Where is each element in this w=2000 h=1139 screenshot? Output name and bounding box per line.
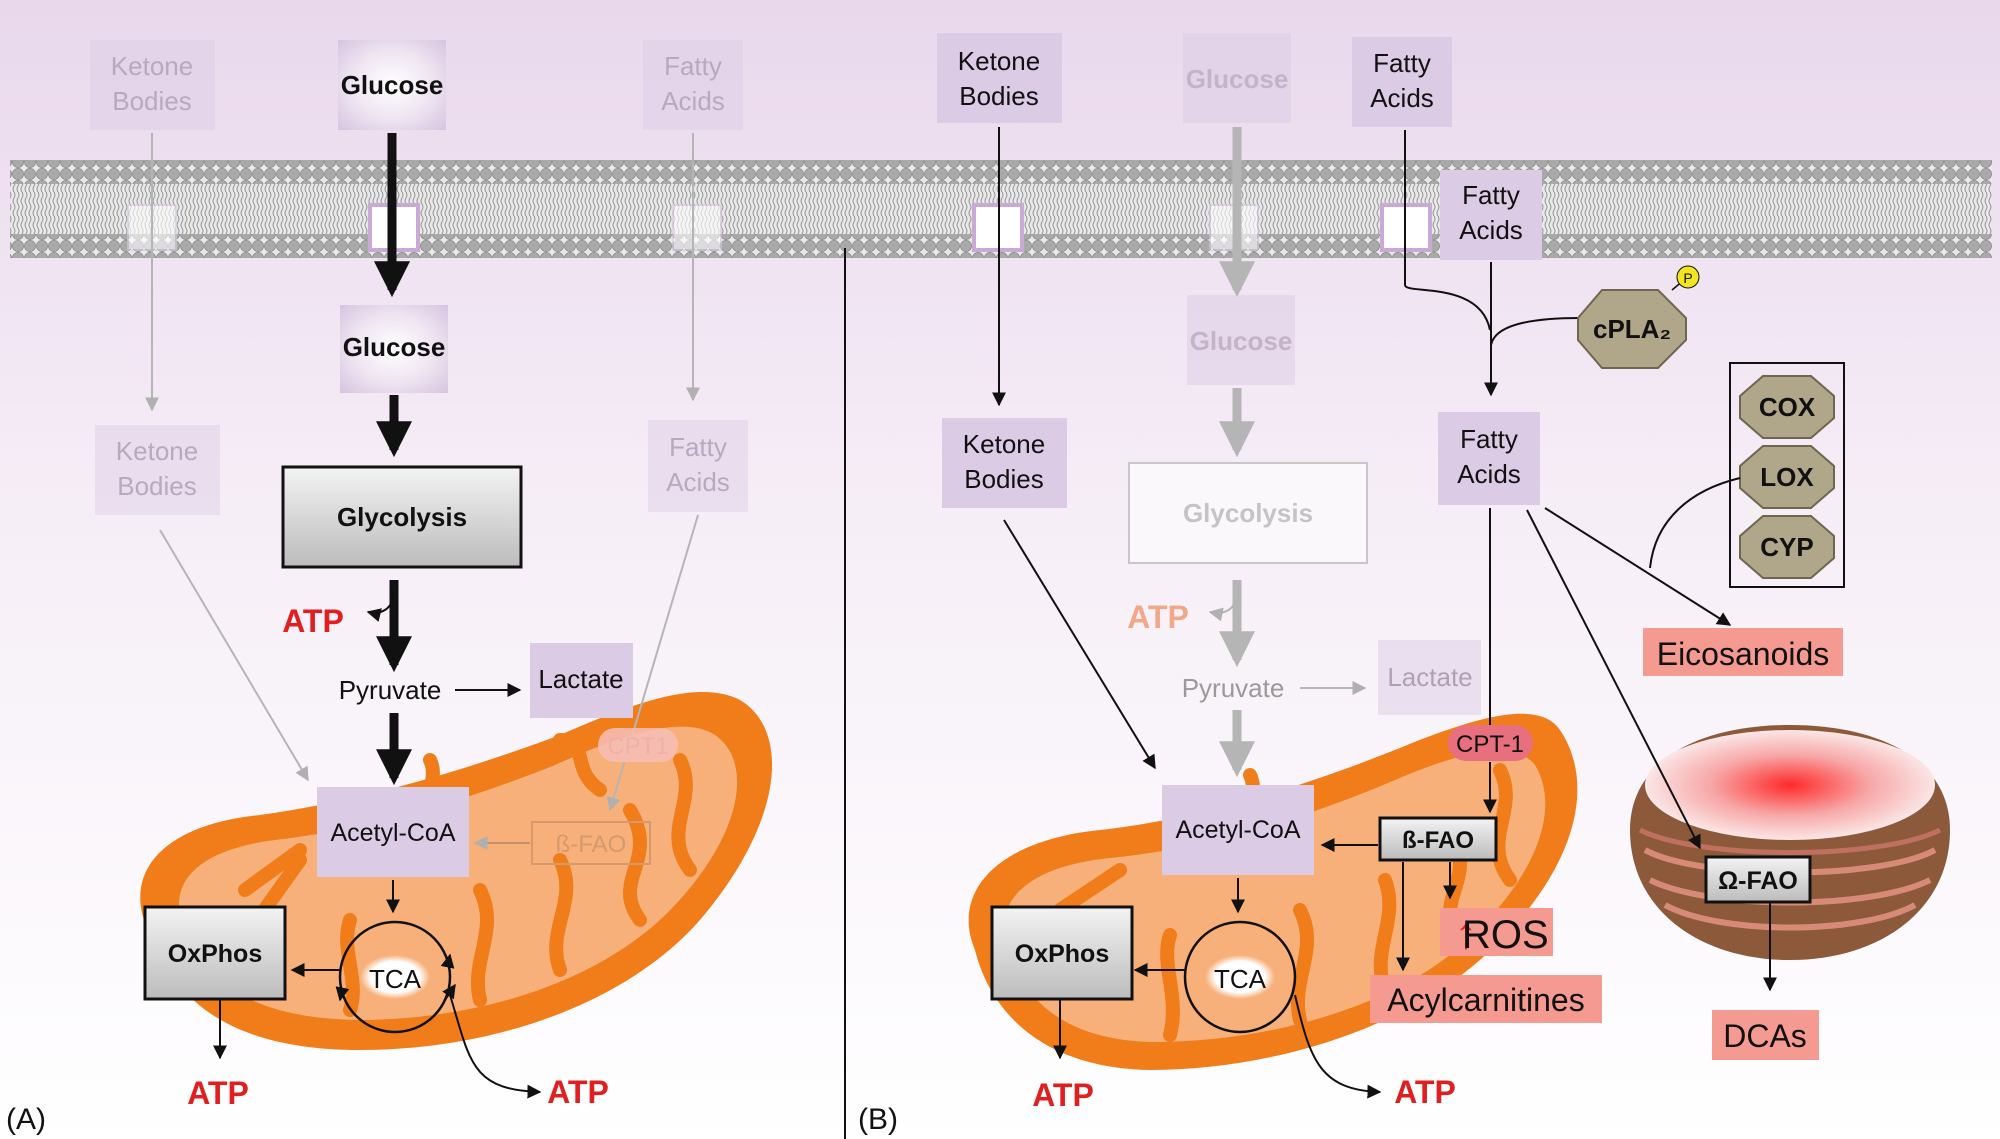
glucose-outside-b-box: [1183, 33, 1291, 123]
ketone-bodies-outside-a-box: [90, 40, 215, 130]
phosphate-b-shape: [1676, 265, 1700, 289]
pyruvate-b: Pyruvate: [1182, 673, 1285, 703]
ketone-bodies-outside-b-box: [937, 33, 1062, 123]
atp-glycolysis-b: ATP: [1127, 599, 1189, 635]
beta-fao-b: ß-FAO: [1402, 827, 1474, 854]
glycolysis-b-box: [1128, 462, 1368, 564]
ros-up-arrow: ↑: [1455, 909, 1477, 958]
eicosanoids-b-box: [1643, 628, 1843, 676]
beta-fao-b-box: [1378, 816, 1498, 862]
panel-label-a: (A): [6, 1103, 46, 1136]
beta-fao-a: ß-FAO: [556, 831, 627, 858]
atp-oxphos-a: ATP: [187, 1075, 249, 1111]
oxphos-a: OxPhos: [168, 940, 262, 968]
dcas-b-box: [1712, 1010, 1819, 1060]
atp-tca-a: ATP: [547, 1074, 609, 1110]
lox-b-shape: [1739, 445, 1835, 509]
glucose-inside-b-box: [1187, 295, 1295, 385]
lactate-b: Lactate: [1387, 662, 1472, 692]
glucose-inside-b: Glucose: [1190, 326, 1293, 356]
lactate-a-box: [530, 643, 633, 718]
acylcarnitines-b: Acylcarnitines: [1387, 982, 1584, 1018]
beta-fao-a-box: [531, 821, 651, 865]
glycolysis-a: Glycolysis: [337, 502, 467, 532]
ros-b-box: [1440, 908, 1553, 956]
cpla2-b-shape: [1577, 289, 1687, 369]
glycolysis-a-box: [281, 465, 523, 569]
cpla2-b: cPLA₂: [1593, 314, 1671, 344]
acetyl-coa-a-box: [317, 787, 469, 877]
glycolysis-b: Glycolysis: [1183, 498, 1313, 528]
acylcarnitines-b-box: [1370, 975, 1602, 1023]
acetyl-coa-b: Acetyl-CoA: [1175, 816, 1300, 844]
peroxisome-er-organelle: [1630, 725, 1950, 960]
enzyme-group-box: [1729, 362, 1845, 588]
cox-b-shape: [1739, 375, 1835, 439]
glucose-inside-a: Glucose: [343, 332, 446, 362]
cell-membrane: [10, 160, 1992, 258]
cpt1-a: CPT1: [607, 733, 668, 760]
cox-b: COX: [1759, 392, 1816, 422]
fatty-acid-transporter-a: [672, 204, 722, 251]
acetyl-coa-b-box: [1162, 785, 1314, 875]
glucose-inside-a-box: [340, 305, 448, 393]
ketone-bodies-inside-b-box: [942, 418, 1067, 508]
fatty-acids-inside-a-box: [648, 420, 748, 512]
cyp-b-shape: [1739, 515, 1835, 579]
tca-a: TCA: [369, 964, 422, 994]
oxphos-b: OxPhos: [1015, 940, 1109, 968]
omega-fao-b: Ω-FAO: [1718, 867, 1798, 895]
tca-cycle-b: [1183, 920, 1297, 1034]
ketone-bodies-inside-a-box: [95, 425, 220, 515]
atp-oxphos-b: ATP: [1032, 1077, 1094, 1113]
fatty-acids-inside-b-box: [1438, 412, 1540, 505]
cpt1-b-box: [1448, 725, 1533, 761]
acetyl-coa-a: Acetyl-CoA: [330, 819, 455, 847]
oxphos-a-box: [143, 905, 287, 1001]
pyruvate-a: Pyruvate: [339, 675, 442, 705]
glucose-outside-b: Glucose: [1186, 64, 1289, 94]
omega-fao-b-box: [1704, 855, 1812, 904]
glucose-outside-a-box: [338, 40, 446, 130]
cpt1-b: CPT-1: [1456, 731, 1524, 758]
tca-a-box: [360, 955, 430, 999]
dcas-b: DCAs: [1723, 1018, 1807, 1054]
lactate-a: Lactate: [538, 664, 623, 694]
ros-b: ROS: [1462, 913, 1549, 957]
panel-label-b: (B): [858, 1103, 898, 1136]
lox-b: LOX: [1760, 462, 1814, 492]
cyp-b: CYP: [1760, 532, 1813, 562]
tca-cycle-a: [338, 920, 452, 1034]
tca-b: TCA: [1214, 964, 1267, 994]
phosphate-b: P: [1683, 270, 1692, 286]
tca-b-box: [1205, 955, 1275, 999]
fatty-acids-outside-a-box: [643, 40, 743, 130]
fatty-acids-outside-b-box: [1352, 37, 1452, 127]
oxphos-b-box: [990, 905, 1134, 1001]
lactate-b-box: [1378, 640, 1481, 715]
cpt1-a-box: [598, 728, 678, 762]
glucose-outside-a: Glucose: [341, 70, 444, 100]
fatty-acids-membrane-b-box: [1440, 170, 1542, 260]
atp-tca-b: ATP: [1394, 1074, 1456, 1110]
eicosanoids-b: Eicosanoids: [1657, 636, 1830, 672]
atp-glycolysis-a: ATP: [282, 603, 344, 639]
